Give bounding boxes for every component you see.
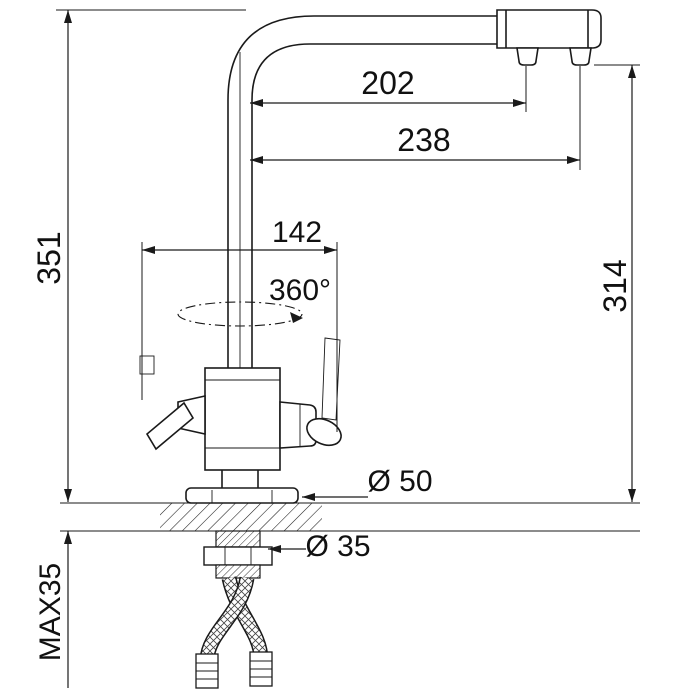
dim-label-351: 351	[31, 231, 67, 284]
dim-label-d35: Ø 35	[305, 530, 370, 563]
mixer-body	[204, 367, 281, 471]
arrowhead-bottom	[64, 489, 72, 502]
spray-head	[496, 9, 602, 49]
dimension-max35: MAX35	[34, 531, 72, 688]
right-handle-knob	[306, 417, 342, 447]
dimension-d50: Ø 50	[302, 465, 433, 501]
rotation-ellipse	[177, 301, 303, 327]
arrowhead-left	[250, 156, 263, 164]
spout-inner-line	[251, 43, 497, 372]
dimension-142: 142	[141, 216, 338, 432]
dimension-202: 202	[250, 65, 527, 112]
faucet-outline	[139, 9, 602, 504]
arrowhead-right	[324, 246, 337, 254]
dim-label-360: 360°	[269, 274, 331, 307]
arrowhead-right	[567, 156, 580, 164]
left-handle-alt-position	[139, 355, 155, 375]
dim-label-142: 142	[272, 216, 322, 249]
dimension-314: 314	[594, 64, 640, 502]
threaded-stem	[215, 530, 261, 548]
arrowhead-top	[628, 65, 636, 78]
nozzle-left	[516, 47, 539, 66]
arrowhead-bottom	[628, 489, 636, 502]
arrowhead-top	[64, 531, 72, 544]
base-flange	[185, 487, 299, 504]
under-counter-assembly	[195, 530, 273, 689]
hose-fitting-left	[195, 653, 219, 689]
dimension-351: 351	[31, 9, 246, 502]
dim-label-202: 202	[361, 65, 414, 101]
arrowhead-right	[513, 99, 526, 107]
dim-label-max35: MAX35	[34, 563, 67, 661]
nozzle-right	[569, 47, 592, 66]
countertop-section	[60, 502, 640, 532]
dimension-d35: Ø 35	[268, 530, 371, 563]
spout-outer-line	[227, 15, 497, 372]
dim-label-d50: Ø 50	[367, 465, 432, 498]
countertop-hatch	[160, 503, 322, 531]
right-handle-up-position	[321, 337, 341, 421]
left-handle-lever	[145, 401, 195, 451]
supply-hoses	[195, 576, 273, 689]
arrowhead-left	[250, 99, 263, 107]
stem-lower-block	[215, 564, 261, 579]
arrowhead-top	[64, 10, 72, 23]
dim-label-314: 314	[597, 259, 633, 312]
arrowhead	[268, 545, 281, 553]
arrowhead	[302, 493, 315, 501]
arrowhead-left	[142, 246, 155, 254]
rotation-indicator: 360°	[177, 274, 331, 327]
mounting-nut	[203, 546, 273, 566]
hose-fitting-right	[249, 651, 273, 687]
dimension-238: 238	[250, 66, 581, 170]
dim-label-238: 238	[397, 122, 450, 158]
rotation-arrowhead	[290, 312, 303, 323]
